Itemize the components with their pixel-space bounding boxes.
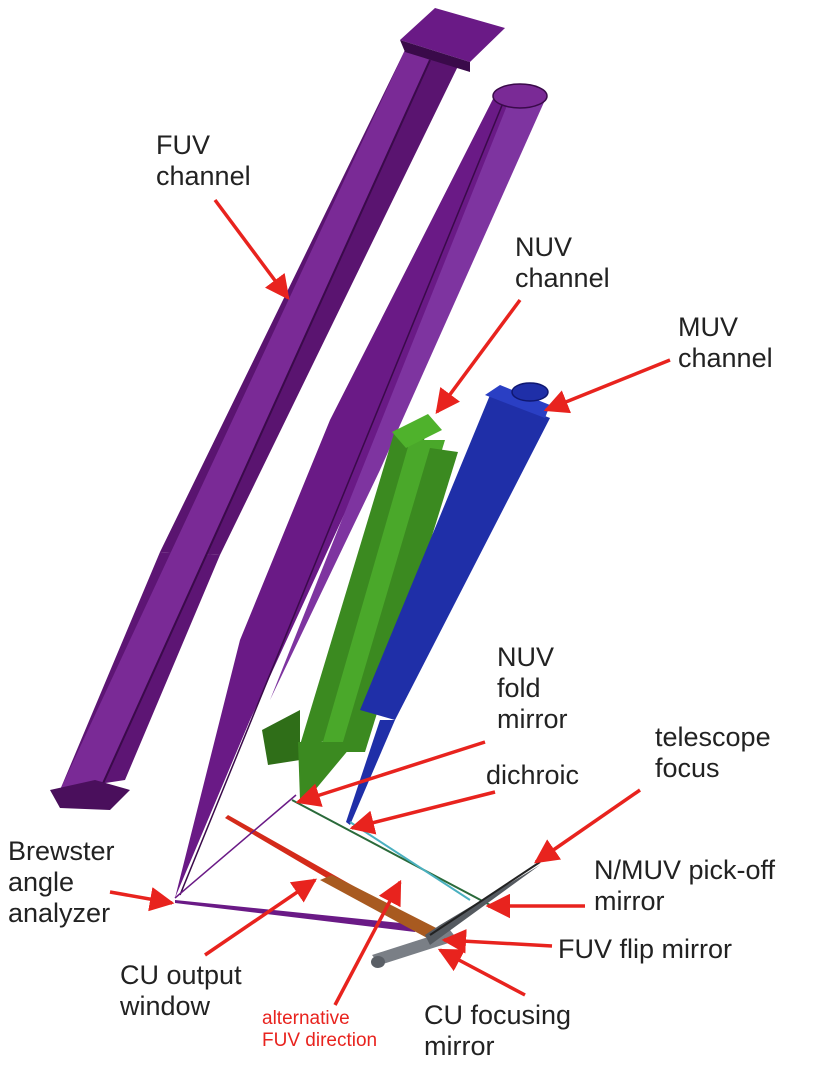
arrow-brewster — [109, 887, 175, 912]
arrow-cu-output — [204, 878, 318, 957]
label-brewster-angle-analyzer: Brewster angle analyzer — [8, 836, 115, 928]
label-cu-output-window: CU output window — [120, 960, 242, 1021]
arrow-alternative-fuv — [333, 879, 402, 1006]
arrow-fuv-channel — [213, 198, 290, 300]
label-telescope-focus: telescope focus — [655, 722, 771, 783]
arrow-nuv-channel — [435, 298, 522, 414]
nuv-channel-tube — [262, 414, 458, 802]
arrow-dichroic — [349, 790, 496, 835]
fuv-channel-tube-secondary — [175, 83, 548, 898]
label-dichroic: dichroic — [486, 760, 580, 790]
fuv-channel-tube — [50, 8, 505, 810]
label-fuv-channel: FUV channel — [156, 130, 251, 191]
arrow-nuv-fold-mirror — [295, 740, 486, 807]
label-nuv-channel: NUV channel — [515, 232, 610, 293]
label-nuv-fold-mirror: NUV fold mirror — [497, 642, 568, 734]
arrow-muv-channel — [543, 358, 671, 414]
label-muv-channel: MUV channel — [678, 312, 773, 373]
label-alternative-fuv-direction: alternative FUV direction — [262, 1008, 378, 1051]
label-cu-focusing-mirror: CU focusing mirror — [424, 1000, 572, 1061]
arrow-fuv-flip — [441, 928, 553, 954]
muv-channel-tube — [346, 382, 550, 825]
arrow-cu-focusing — [437, 948, 526, 997]
arrow-telescope-focus — [533, 788, 641, 864]
label-fuv-flip-mirror: FUV flip mirror — [558, 934, 732, 964]
label-nmuv-pickoff-mirror: N/MUV pick-off mirror — [594, 855, 776, 916]
